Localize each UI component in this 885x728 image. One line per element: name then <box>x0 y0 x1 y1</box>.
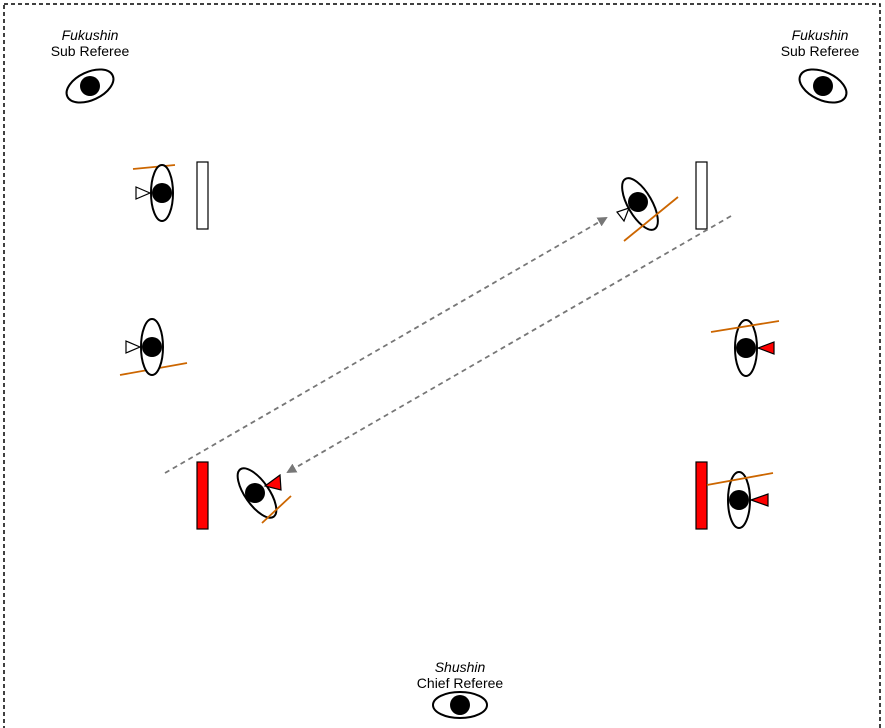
sub-referee-left-icon <box>65 68 115 104</box>
start-line-red-right <box>695 461 708 530</box>
start-line-white-left <box>196 161 209 230</box>
sub-referee-right-role-jp: Fukushin <box>791 27 849 43</box>
chief-referee-icon <box>432 691 488 719</box>
court-boundary <box>3 3 881 728</box>
player-red-lower-right-icon <box>706 471 774 529</box>
chief-referee-role-en: Chief Referee <box>416 675 504 691</box>
chief-referee-role-jp: Shushin <box>434 659 486 675</box>
player-white-upper-left-icon <box>132 164 176 222</box>
player-white-middle-left-icon <box>119 318 188 376</box>
player-red-lower-left-icon <box>236 467 292 524</box>
sub-referee-left-label: Fukushin Sub Referee <box>40 27 140 59</box>
player-white-upper-right-icon <box>616 177 679 242</box>
start-line-white-right <box>695 161 708 230</box>
start-line-red-left <box>196 461 209 530</box>
chief-referee-label: Shushin Chief Referee <box>395 659 525 691</box>
sub-referee-right-icon <box>798 68 848 104</box>
sub-referee-left-role-jp: Fukushin <box>61 27 119 43</box>
sub-referee-right-role-en: Sub Referee <box>780 43 860 59</box>
sub-referee-left-role-en: Sub Referee <box>50 43 130 59</box>
sub-referee-right-label: Fukushin Sub Referee <box>770 27 870 59</box>
movement-arrow-to-upper-right <box>164 216 608 474</box>
movement-arrow-to-lower-left <box>286 215 732 474</box>
player-red-middle-right-icon <box>710 319 780 377</box>
